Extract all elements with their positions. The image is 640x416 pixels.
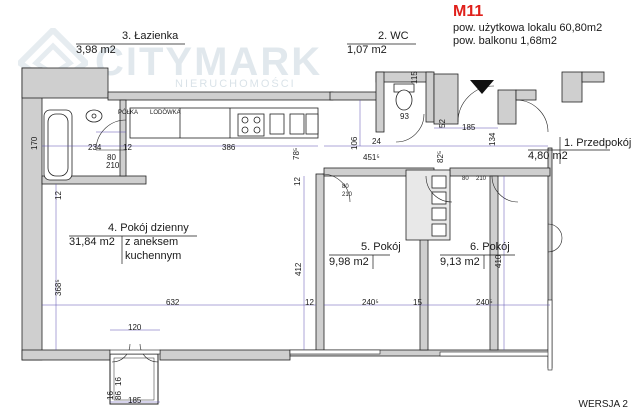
- dim-410: 410: [494, 254, 503, 268]
- dim-15: 15: [413, 298, 422, 307]
- dim-12d: 12: [293, 177, 302, 186]
- dim-78: 78⁵: [292, 147, 301, 160]
- living-note-2: kuchennym: [125, 250, 182, 262]
- shelf-label: PÓŁKA: [118, 110, 139, 116]
- dim-80c: 80: [462, 176, 469, 182]
- dim-210a: 210: [106, 161, 120, 170]
- dim-185a: 185: [462, 123, 476, 132]
- dim-86: 86: [114, 391, 123, 400]
- dim-106: 106: [350, 136, 359, 150]
- fridge-label: LODÓWKA: [150, 110, 181, 116]
- dim-234: 234: [88, 143, 102, 152]
- dim-412: 412: [294, 262, 303, 276]
- dim-368: 368⁵: [54, 279, 63, 296]
- dim-210b: 210: [342, 192, 353, 198]
- dim-240a: 240⁵: [362, 298, 379, 307]
- hall-name: 1. Przedpokój: [564, 137, 632, 149]
- usable-area: pow. użytkowa lokalu 60,80m2: [453, 22, 603, 34]
- dim-386: 386: [222, 143, 236, 152]
- dim-451: 451⁵: [363, 153, 380, 162]
- watermark-sub: NIERUCHOMOŚCI: [175, 78, 296, 90]
- dim-80b: 80: [342, 184, 349, 190]
- room5-area: 9,98 m2: [329, 256, 369, 268]
- dim-115: 115: [410, 71, 419, 84]
- dim-120: 120: [128, 323, 142, 332]
- dim-210c: 210: [476, 176, 487, 182]
- dim-134: 134: [488, 132, 497, 146]
- balcony-area: pow. balkonu 1,68m2: [453, 35, 557, 47]
- unit-code: M11: [453, 3, 484, 20]
- bathroom-area: 3,98 m2: [76, 44, 116, 56]
- dim-93: 93: [400, 112, 409, 121]
- room5-name: 5. Pokój: [361, 241, 401, 253]
- dim-240b: 240⁵: [476, 298, 493, 307]
- dim-632: 632: [166, 298, 180, 307]
- dim-170: 170: [30, 136, 39, 150]
- watermark-brand: CITYMARK: [95, 40, 323, 84]
- bathroom-name: 3. Łazienka: [122, 30, 179, 42]
- living-area: 31,84 m2: [69, 236, 115, 248]
- dim-12c: 12: [305, 298, 314, 307]
- version-label: WERSJA 2: [578, 399, 628, 410]
- dim-16a: 16: [114, 377, 123, 386]
- room6-name: 6. Pokój: [470, 241, 510, 253]
- living-name: 4. Pokój dzienny: [108, 222, 189, 234]
- dim-16b: 16: [106, 391, 115, 400]
- living-note-1: z aneksem: [125, 236, 179, 248]
- dim-80a: 80: [107, 153, 116, 162]
- dim-52: 52: [438, 119, 447, 128]
- dim-82: 82⁵: [436, 150, 445, 163]
- hall-area: 4,80 m2: [528, 150, 568, 162]
- dim-185b: 185: [128, 396, 142, 405]
- dim-24: 24: [372, 137, 381, 146]
- wc-area: 1,07 m2: [347, 44, 387, 56]
- dim-12b: 12: [54, 191, 63, 200]
- dim-12a: 12: [123, 143, 132, 152]
- wc-name: 2. WC: [378, 30, 409, 42]
- room6-area: 9,13 m2: [440, 256, 480, 268]
